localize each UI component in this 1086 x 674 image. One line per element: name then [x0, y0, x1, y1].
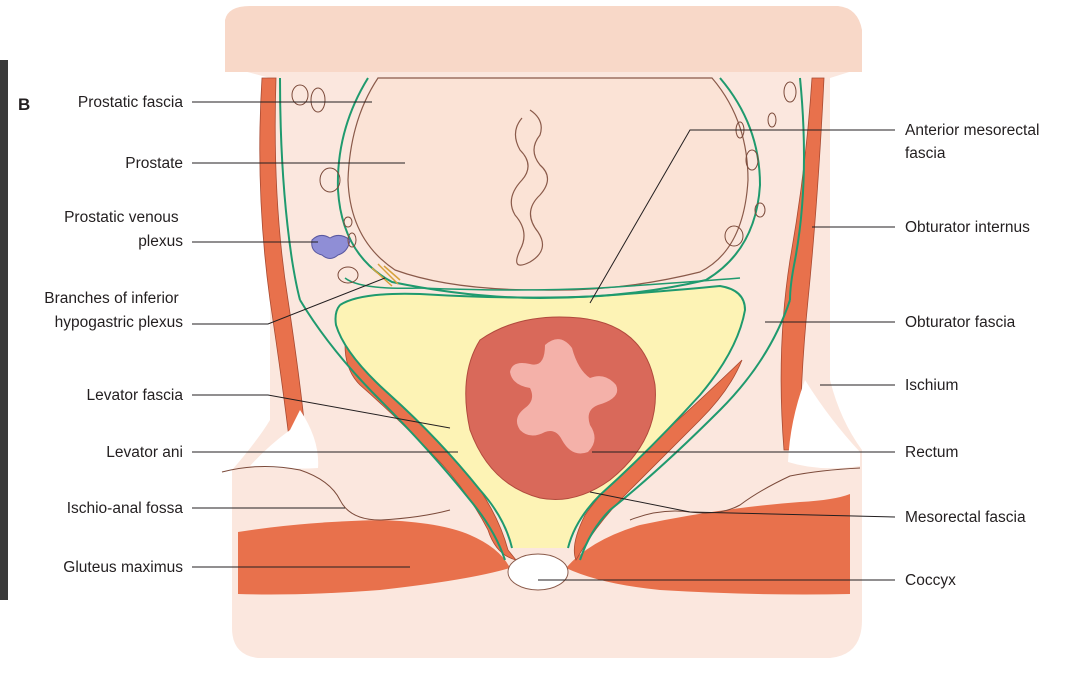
- label-levator-ani: Levator ani: [106, 444, 183, 461]
- label-anterior-mesorectal-fascia-line2: fascia: [905, 145, 946, 162]
- label-ischio-anal-fossa: Ischio-anal fossa: [67, 500, 184, 517]
- label-inferior-hypogastric-plexus-line2: hypogastric plexus: [55, 314, 184, 331]
- label-ischium: Ischium: [905, 377, 958, 394]
- label-prostatic-venous-plexus: Prostatic venous plexus: [64, 209, 183, 250]
- label-prostate: Prostate: [125, 155, 183, 172]
- prostate-body: [348, 78, 748, 290]
- label-inferior-hypogastric-plexus: Branches of inferior hypogastric plexus: [44, 290, 183, 331]
- label-obturator-fascia: Obturator fascia: [905, 314, 1016, 331]
- label-prostatic-venous-plexus-line1: Prostatic venous: [64, 209, 179, 226]
- label-levator-fascia: Levator fascia: [87, 387, 184, 404]
- label-mesorectal-fascia: Mesorectal fascia: [905, 509, 1026, 526]
- top-tissue-band: [225, 6, 862, 72]
- label-rectum: Rectum: [905, 444, 958, 461]
- label-prostatic-fascia: Prostatic fascia: [78, 94, 183, 111]
- label-obturator-internus: Obturator internus: [905, 219, 1030, 236]
- label-anterior-mesorectal-fascia: Anterior mesorectal fascia: [905, 122, 1044, 162]
- label-gluteus-maximus: Gluteus maximus: [63, 559, 183, 576]
- coccyx-shape: [508, 554, 568, 590]
- label-coccyx: Coccyx: [905, 572, 956, 589]
- label-anterior-mesorectal-fascia-line1: Anterior mesorectal: [905, 122, 1039, 139]
- adjacent-image-edge: [0, 60, 8, 600]
- panel-letter: B: [18, 95, 30, 114]
- label-prostatic-venous-plexus-line2: plexus: [138, 233, 183, 250]
- label-inferior-hypogastric-plexus-line1: Branches of inferior: [44, 290, 178, 307]
